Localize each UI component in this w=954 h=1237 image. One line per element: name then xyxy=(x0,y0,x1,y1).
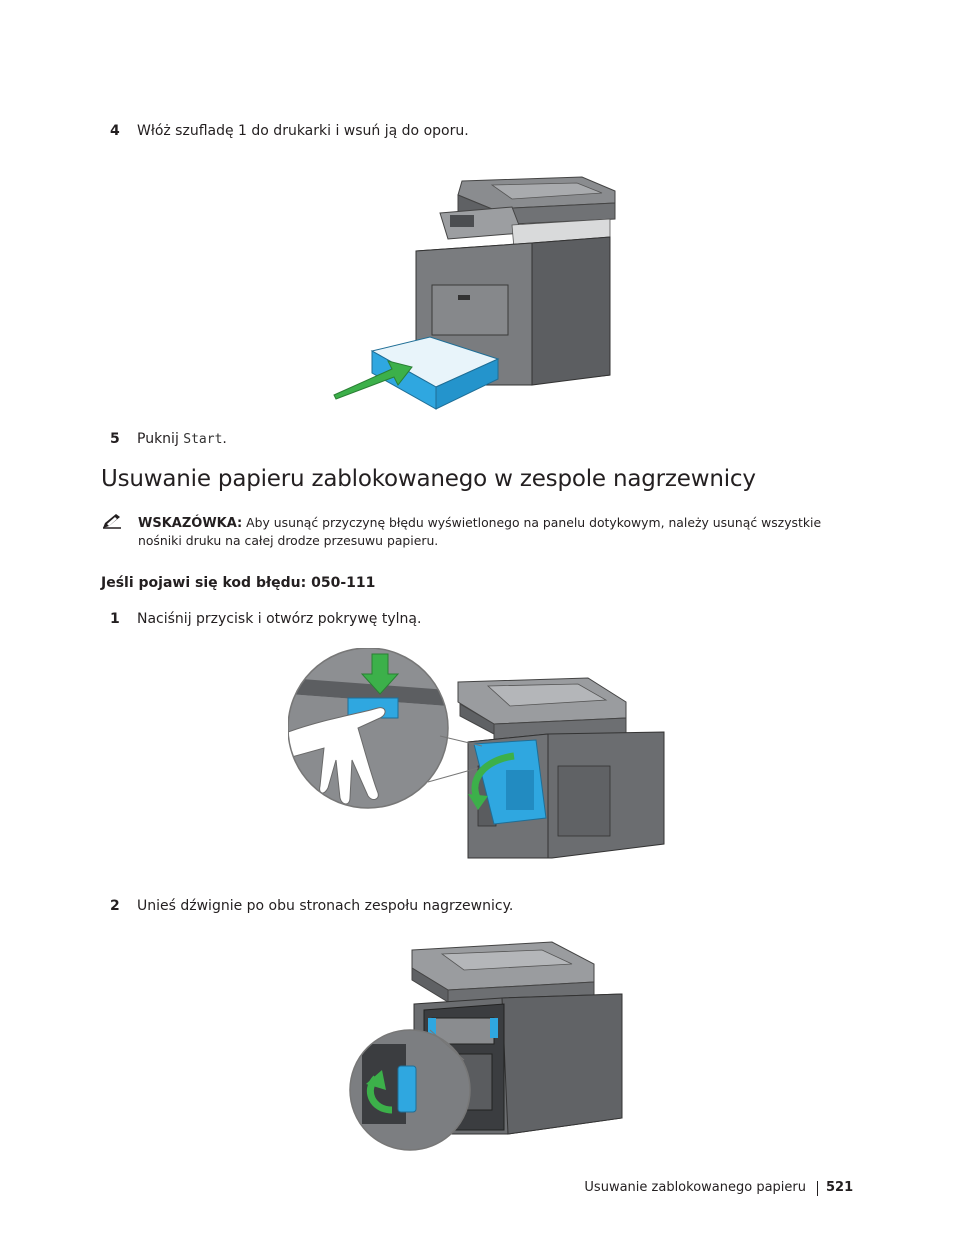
fuser-levers-illustration xyxy=(349,941,623,1151)
printer-rear-cover-illustration xyxy=(288,648,665,859)
step-text: Naciśnij przycisk i otwórz pokrywę tylną… xyxy=(137,611,422,627)
step-number: 2 xyxy=(110,898,120,914)
note-label: WSKAZÓWKA: xyxy=(138,516,243,531)
note-box: WSKAZÓWKA: Aby usunąć przyczynę błędu wy… xyxy=(138,514,858,549)
printer-tray-insert-illustration xyxy=(333,176,616,410)
footer-chapter-label: Usuwanie zablokowanego papieru xyxy=(584,1180,806,1195)
footer-chapter: Usuwanie zablokowanego papieru xyxy=(560,1180,806,1198)
step-text: Włóż szufladę 1 do drukarki i wsuń ją do… xyxy=(137,123,469,139)
note-pencil-icon xyxy=(101,512,123,530)
step-text: Puknij Start. xyxy=(137,430,227,449)
step-number: 4 xyxy=(110,123,120,139)
note-text: Aby usunąć przyczynę błędu wyświetlonego… xyxy=(138,515,822,548)
footer-divider xyxy=(817,1181,818,1196)
error-code-subheading: Jeśli pojawi się kod błędu: 050-111 xyxy=(101,575,376,591)
step-number: 1 xyxy=(110,611,120,627)
step-text: Unieś dźwignie po obu stronach zespołu n… xyxy=(137,898,514,914)
page-number: 521 xyxy=(826,1180,854,1195)
section-title: Usuwanie papieru zablokowanego w zespole… xyxy=(101,466,756,492)
step-text-prefix: Puknij xyxy=(137,431,184,447)
step-number: 5 xyxy=(110,431,120,447)
start-code: Start xyxy=(183,432,223,447)
step-text-suffix: . xyxy=(222,431,227,447)
